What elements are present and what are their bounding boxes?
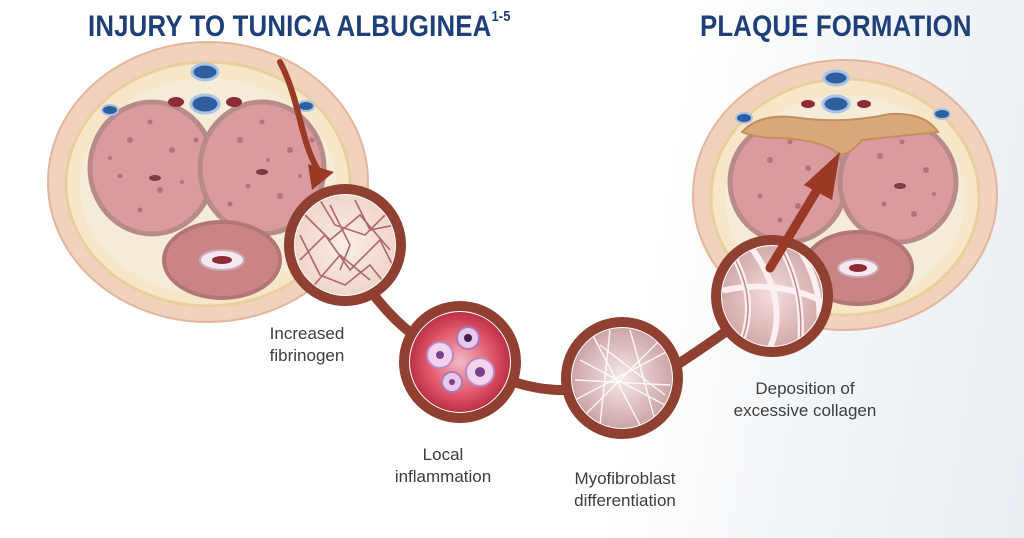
stage-label-collagen: Deposition of excessive collagen xyxy=(700,378,910,422)
stage-circle-fibrinogen xyxy=(284,184,406,306)
heading-injury-reference: 1-5 xyxy=(491,8,511,25)
stage-label-line: Increased xyxy=(269,324,345,343)
stage-circle-myofibroblast xyxy=(561,317,683,439)
stage-label-inflammation: Local inflammation xyxy=(368,444,518,488)
injury-arrow xyxy=(277,59,334,190)
stage-circle-inflammation xyxy=(399,301,521,423)
left-cross-section xyxy=(47,41,369,323)
stage-label-myofibroblast: Myofibroblast differentiation xyxy=(540,468,710,512)
stage-label-fibrinogen: Increased fibrinogen xyxy=(232,323,382,367)
stage-circle-collagen xyxy=(711,235,833,357)
plaque-arrow xyxy=(765,152,840,273)
stage-label-line: Myofibroblast xyxy=(574,469,676,488)
heading-injury-text: INJURY TO TUNICA ALBUGINEA xyxy=(88,10,492,43)
stage-label-line: Local xyxy=(422,445,464,464)
stage-label-line: Deposition of xyxy=(755,379,855,398)
heading-plaque: PLAQUE FORMATION xyxy=(700,10,972,44)
heading-plaque-text: PLAQUE FORMATION xyxy=(700,10,972,43)
heading-injury: INJURY TO TUNICA ALBUGINEA1-5 xyxy=(88,8,511,44)
stage-label-line: excessive collagen xyxy=(733,401,877,420)
stage-label-line: fibrinogen xyxy=(269,346,345,365)
stage-label-line: inflammation xyxy=(394,467,492,486)
stage-label-line: differentiation xyxy=(574,491,676,510)
plaque-shape xyxy=(740,112,940,156)
